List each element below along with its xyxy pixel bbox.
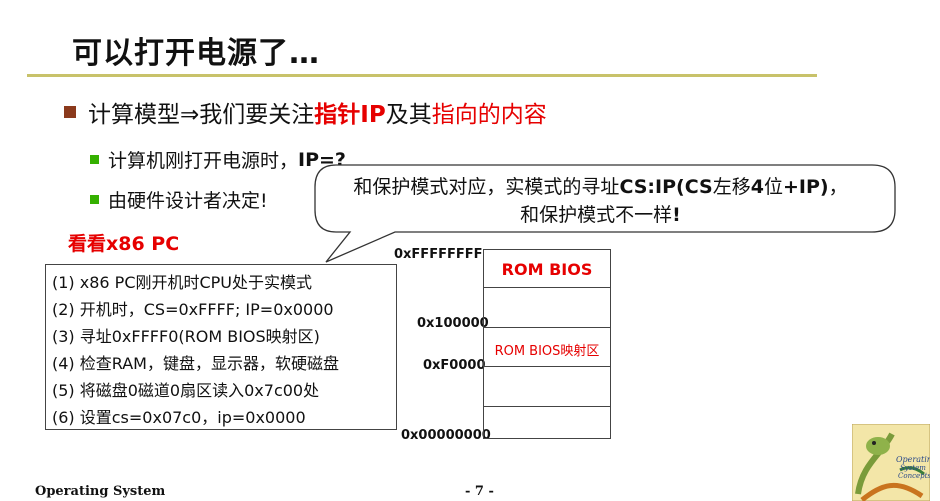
memory-map: ROM BIOS ROM BIOS映射区 [483,249,611,439]
see-x86-label: 看看x86 PC [68,233,180,255]
slide-title: 可以打开电源了… [72,36,320,71]
bullet1-highlight-content: 指向的内容 [431,102,547,128]
address-1mb: 0x100000 [417,316,489,331]
square-bullet-icon [90,195,99,204]
bullet1-text-c: 及其 [385,102,432,128]
bullet2a-bold: IP=? [298,148,346,171]
bullet1-highlight-ip: 指针IP [314,102,386,128]
bullet2a-text: 计算机刚打开电源时， [108,150,299,172]
step-item: (6) 设置cs=0x07c0，ip=0x0000 [52,408,306,427]
bullet2b-text: 由硬件设计者决定! [108,190,268,212]
svg-text:Concepts: Concepts [898,472,930,480]
memory-divider [484,406,610,407]
memory-divider [484,327,610,328]
footer-course: Operating System [35,484,166,499]
svg-text:Operating: Operating [896,455,930,464]
address-top: 0xFFFFFFFF [394,247,483,262]
address-f0000: 0xF0000 [423,358,486,373]
rom-bios-label: ROM BIOS [501,260,593,279]
memory-divider [484,287,610,288]
address-zero: 0x00000000 [401,428,491,443]
title-divider [27,74,817,77]
square-bullet-icon [90,155,99,164]
callout-text: 和保护模式对应，实模式的寻址CS:IP(CS左移4位+IP)， 和保护模式不一样… [353,176,848,226]
rom-bios-mapped-label: ROM BIOS映射区 [494,344,600,359]
step-item: (5) 将磁盘0磁道0扇区读入0x7c00处 [52,381,320,400]
step-item: (2) 开机时，CS=0xFFFF; IP=0x0000 [52,300,334,319]
bullet-power-on-ip: 计算机刚打开电源时，IP=? [90,146,346,173]
boot-steps-box: (1) x86 PC刚开机时CPU处于实模式 (2) 开机时，CS=0xFFFF… [45,264,397,430]
bullet1-text-a: 计算模型⇒我们要关注 [88,102,315,128]
step-item: (3) 寻址0xFFFF0(ROM BIOS映射区) [52,327,320,346]
step-item: (4) 检查RAM，键盘，显示器，软硬磁盘 [52,354,339,373]
bullet-hardware-designer: 由硬件设计者决定! [90,186,268,213]
os-concepts-book-cover-icon: Operating System Concepts [852,424,930,501]
footer-page-number: - 7 - [465,484,494,499]
memory-divider [484,366,610,367]
square-bullet-icon [64,106,76,118]
svg-text:System: System [900,464,926,472]
step-item: (1) x86 PC刚开机时CPU处于实模式 [52,273,313,292]
